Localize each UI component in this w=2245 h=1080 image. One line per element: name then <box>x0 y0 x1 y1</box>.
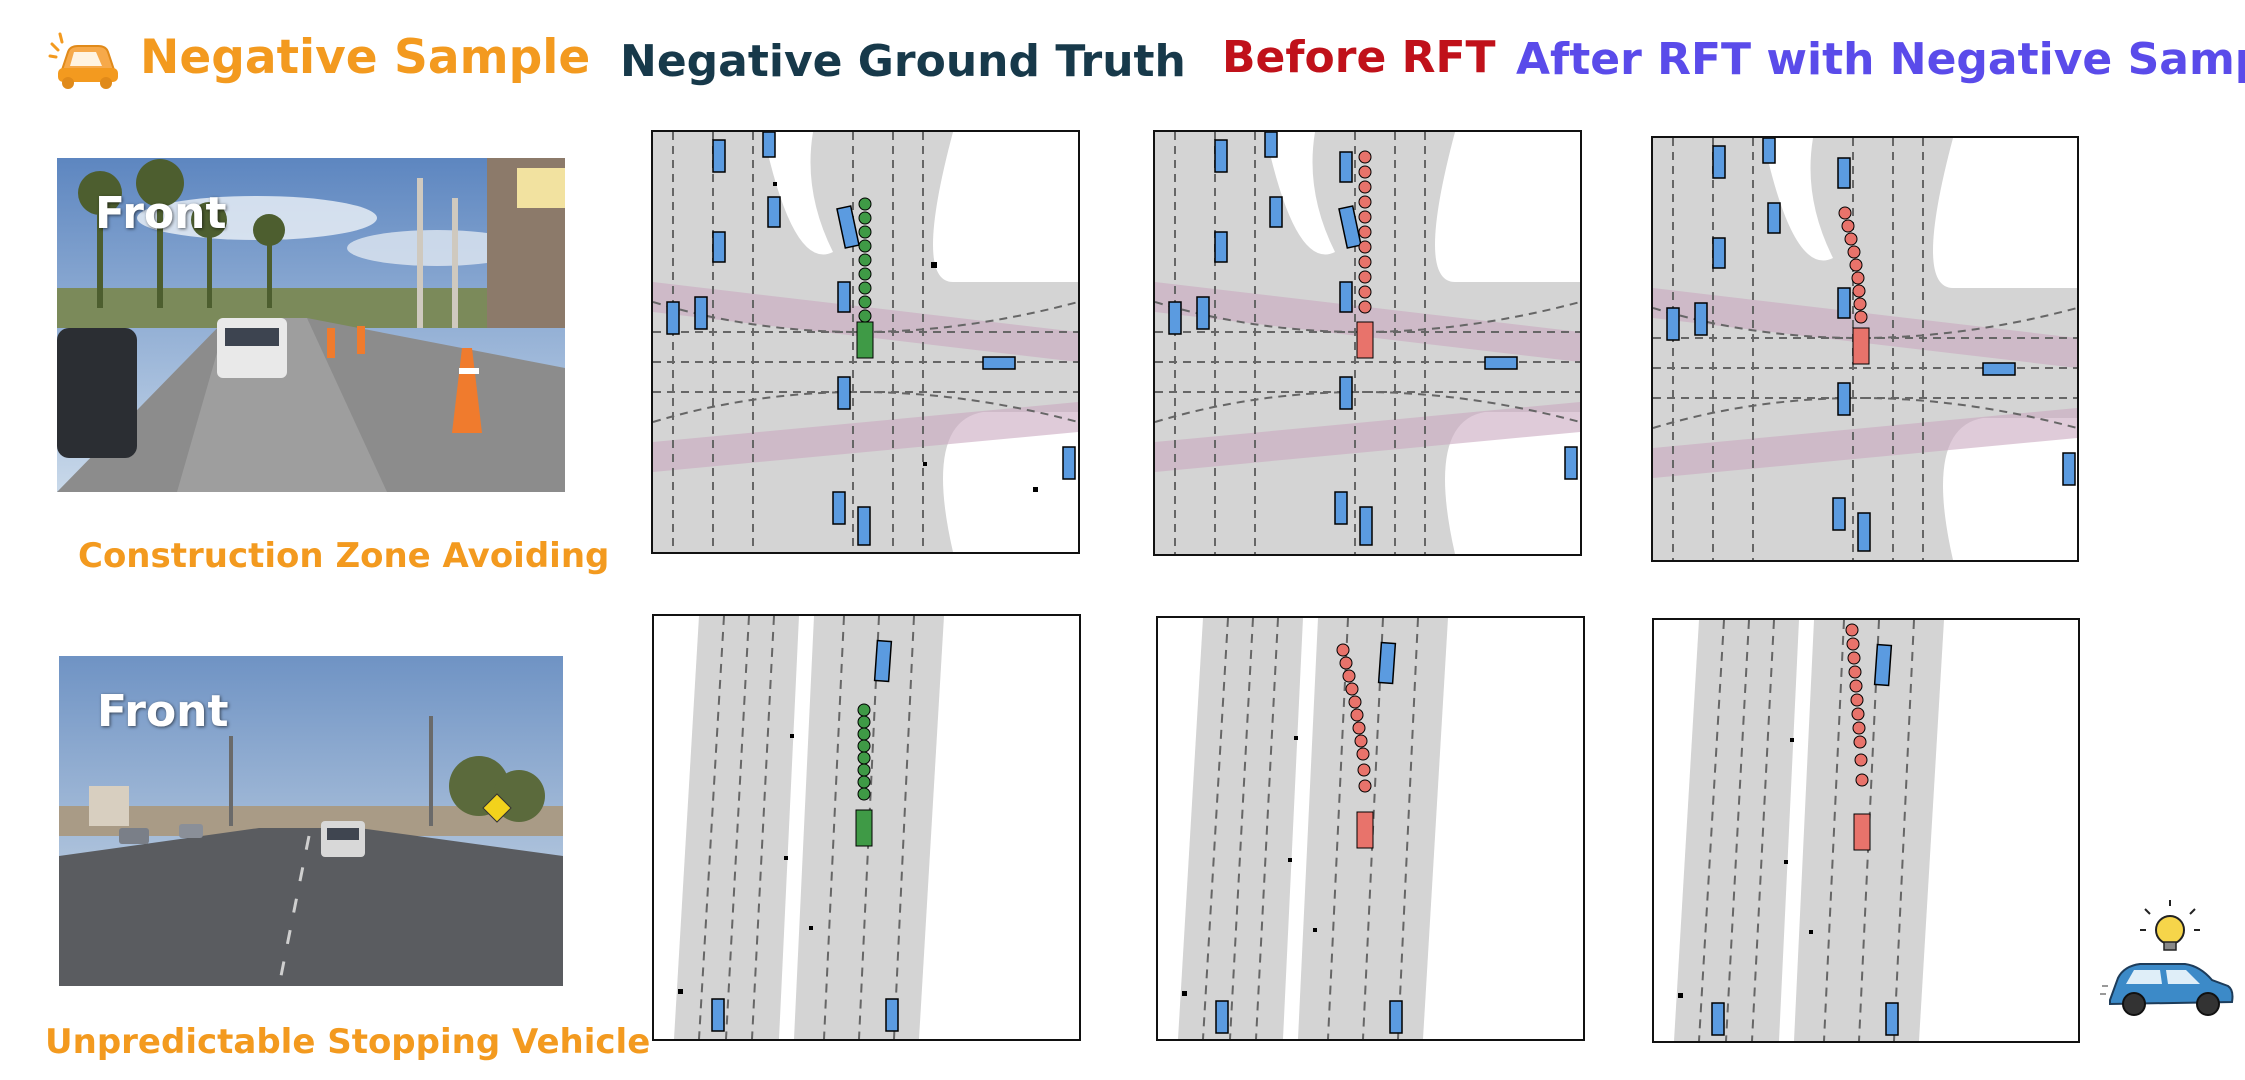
caption-construction-zone: Construction Zone Avoiding <box>78 536 610 576</box>
predicted-trajectory <box>1838 206 1870 365</box>
front-camera-image-construction: Front <box>57 158 565 492</box>
negative-sample-title: Negative Sample <box>140 30 591 85</box>
bev-panel-after-rft-row2 <box>1652 618 2080 1043</box>
front-camera-image-stopping-vehicle: Front <box>59 656 563 986</box>
bev-panel-after-rft-row1 <box>1651 136 2079 562</box>
predicted-trajectory <box>1356 150 1374 359</box>
lightbulb-car-icon <box>2100 900 2235 1025</box>
caption-stopping-vehicle: Unpredictable Stopping Vehicle <box>45 1022 651 1062</box>
bev-panel-before-rft-row1 <box>1153 130 1582 556</box>
after-rft-title: After RFT with Negative Samples <box>1516 34 2245 85</box>
camera-label: Front <box>95 188 227 239</box>
before-rft-title: Before RFT <box>1222 32 1496 83</box>
car-crash-icon <box>48 30 122 92</box>
bev-panel-ground-truth-row2 <box>652 614 1081 1041</box>
negative-ground-truth-title: Negative Ground Truth <box>620 36 1186 87</box>
camera-label: Front <box>97 686 229 737</box>
ground-truth-trajectory <box>855 703 873 847</box>
bev-panel-before-rft-row2 <box>1156 616 1585 1041</box>
ground-truth-trajectory <box>856 197 874 359</box>
predicted-trajectory <box>1336 643 1374 849</box>
predicted-trajectory <box>1845 623 1871 851</box>
bev-panel-ground-truth-row1 <box>651 130 1080 554</box>
